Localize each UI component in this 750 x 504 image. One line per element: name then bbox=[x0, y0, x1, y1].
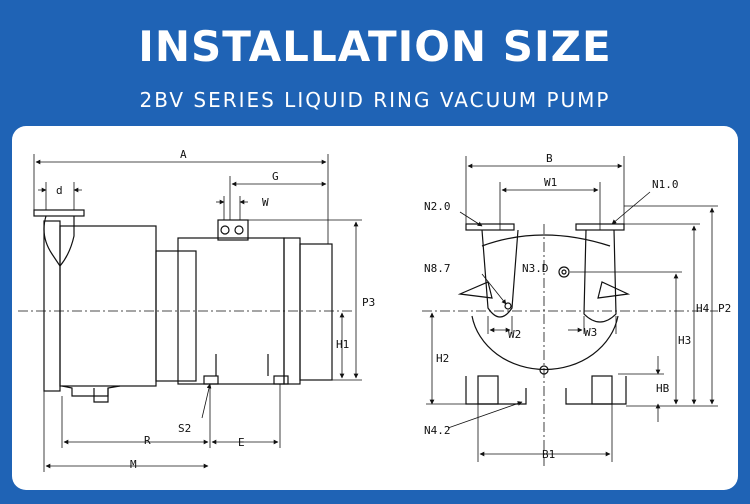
label-n4: N4.2 bbox=[424, 424, 451, 437]
label-b1: B1 bbox=[542, 448, 555, 461]
label-m: M bbox=[130, 458, 137, 471]
label-s2: S2 bbox=[178, 422, 191, 435]
label-h1: H1 bbox=[336, 338, 349, 351]
front-view bbox=[422, 223, 718, 466]
page-title: INSTALLATION SIZE bbox=[138, 22, 612, 71]
label-a: A bbox=[180, 148, 187, 161]
label-w1: W1 bbox=[544, 176, 557, 189]
label-g: G bbox=[272, 170, 279, 183]
label-b: B bbox=[546, 152, 553, 165]
side-view-labels: A d G W P3 H1 S2 R E M bbox=[56, 148, 375, 471]
side-view-dimensions bbox=[33, 154, 362, 472]
front-view-labels: B W1 N1.0 N2.0 N8.7 N3.D P2 H4 W2 W3 H2 … bbox=[424, 152, 731, 461]
label-p3: P3 bbox=[362, 296, 375, 309]
label-n3: N3.D bbox=[522, 262, 549, 275]
label-p2: P2 bbox=[718, 302, 731, 315]
label-h4: H4 bbox=[696, 302, 710, 315]
technical-drawing: A d G W P3 H1 S2 R E M bbox=[18, 148, 731, 472]
label-n8: N8.7 bbox=[424, 262, 451, 275]
label-e: E bbox=[238, 436, 245, 449]
header-banner: INSTALLATION SIZE 2BV SERIES LIQUID RING… bbox=[0, 0, 750, 125]
side-view bbox=[18, 209, 352, 403]
front-view-dimensions bbox=[426, 156, 718, 462]
label-hb: HB bbox=[656, 382, 670, 395]
drawing-panel: A d G W P3 H1 S2 R E M bbox=[12, 126, 738, 490]
label-n1: N1.0 bbox=[652, 178, 679, 191]
label-w3: W3 bbox=[584, 326, 597, 339]
label-h2: H2 bbox=[436, 352, 449, 365]
label-w: W bbox=[262, 196, 269, 209]
page-subtitle: 2BV SERIES LIQUID RING VACUUM PUMP bbox=[139, 88, 611, 112]
label-w2: W2 bbox=[508, 328, 521, 341]
label-n2: N2.0 bbox=[424, 200, 451, 213]
label-r: R bbox=[144, 434, 151, 447]
label-h3: H3 bbox=[678, 334, 691, 347]
label-d: d bbox=[56, 184, 63, 197]
